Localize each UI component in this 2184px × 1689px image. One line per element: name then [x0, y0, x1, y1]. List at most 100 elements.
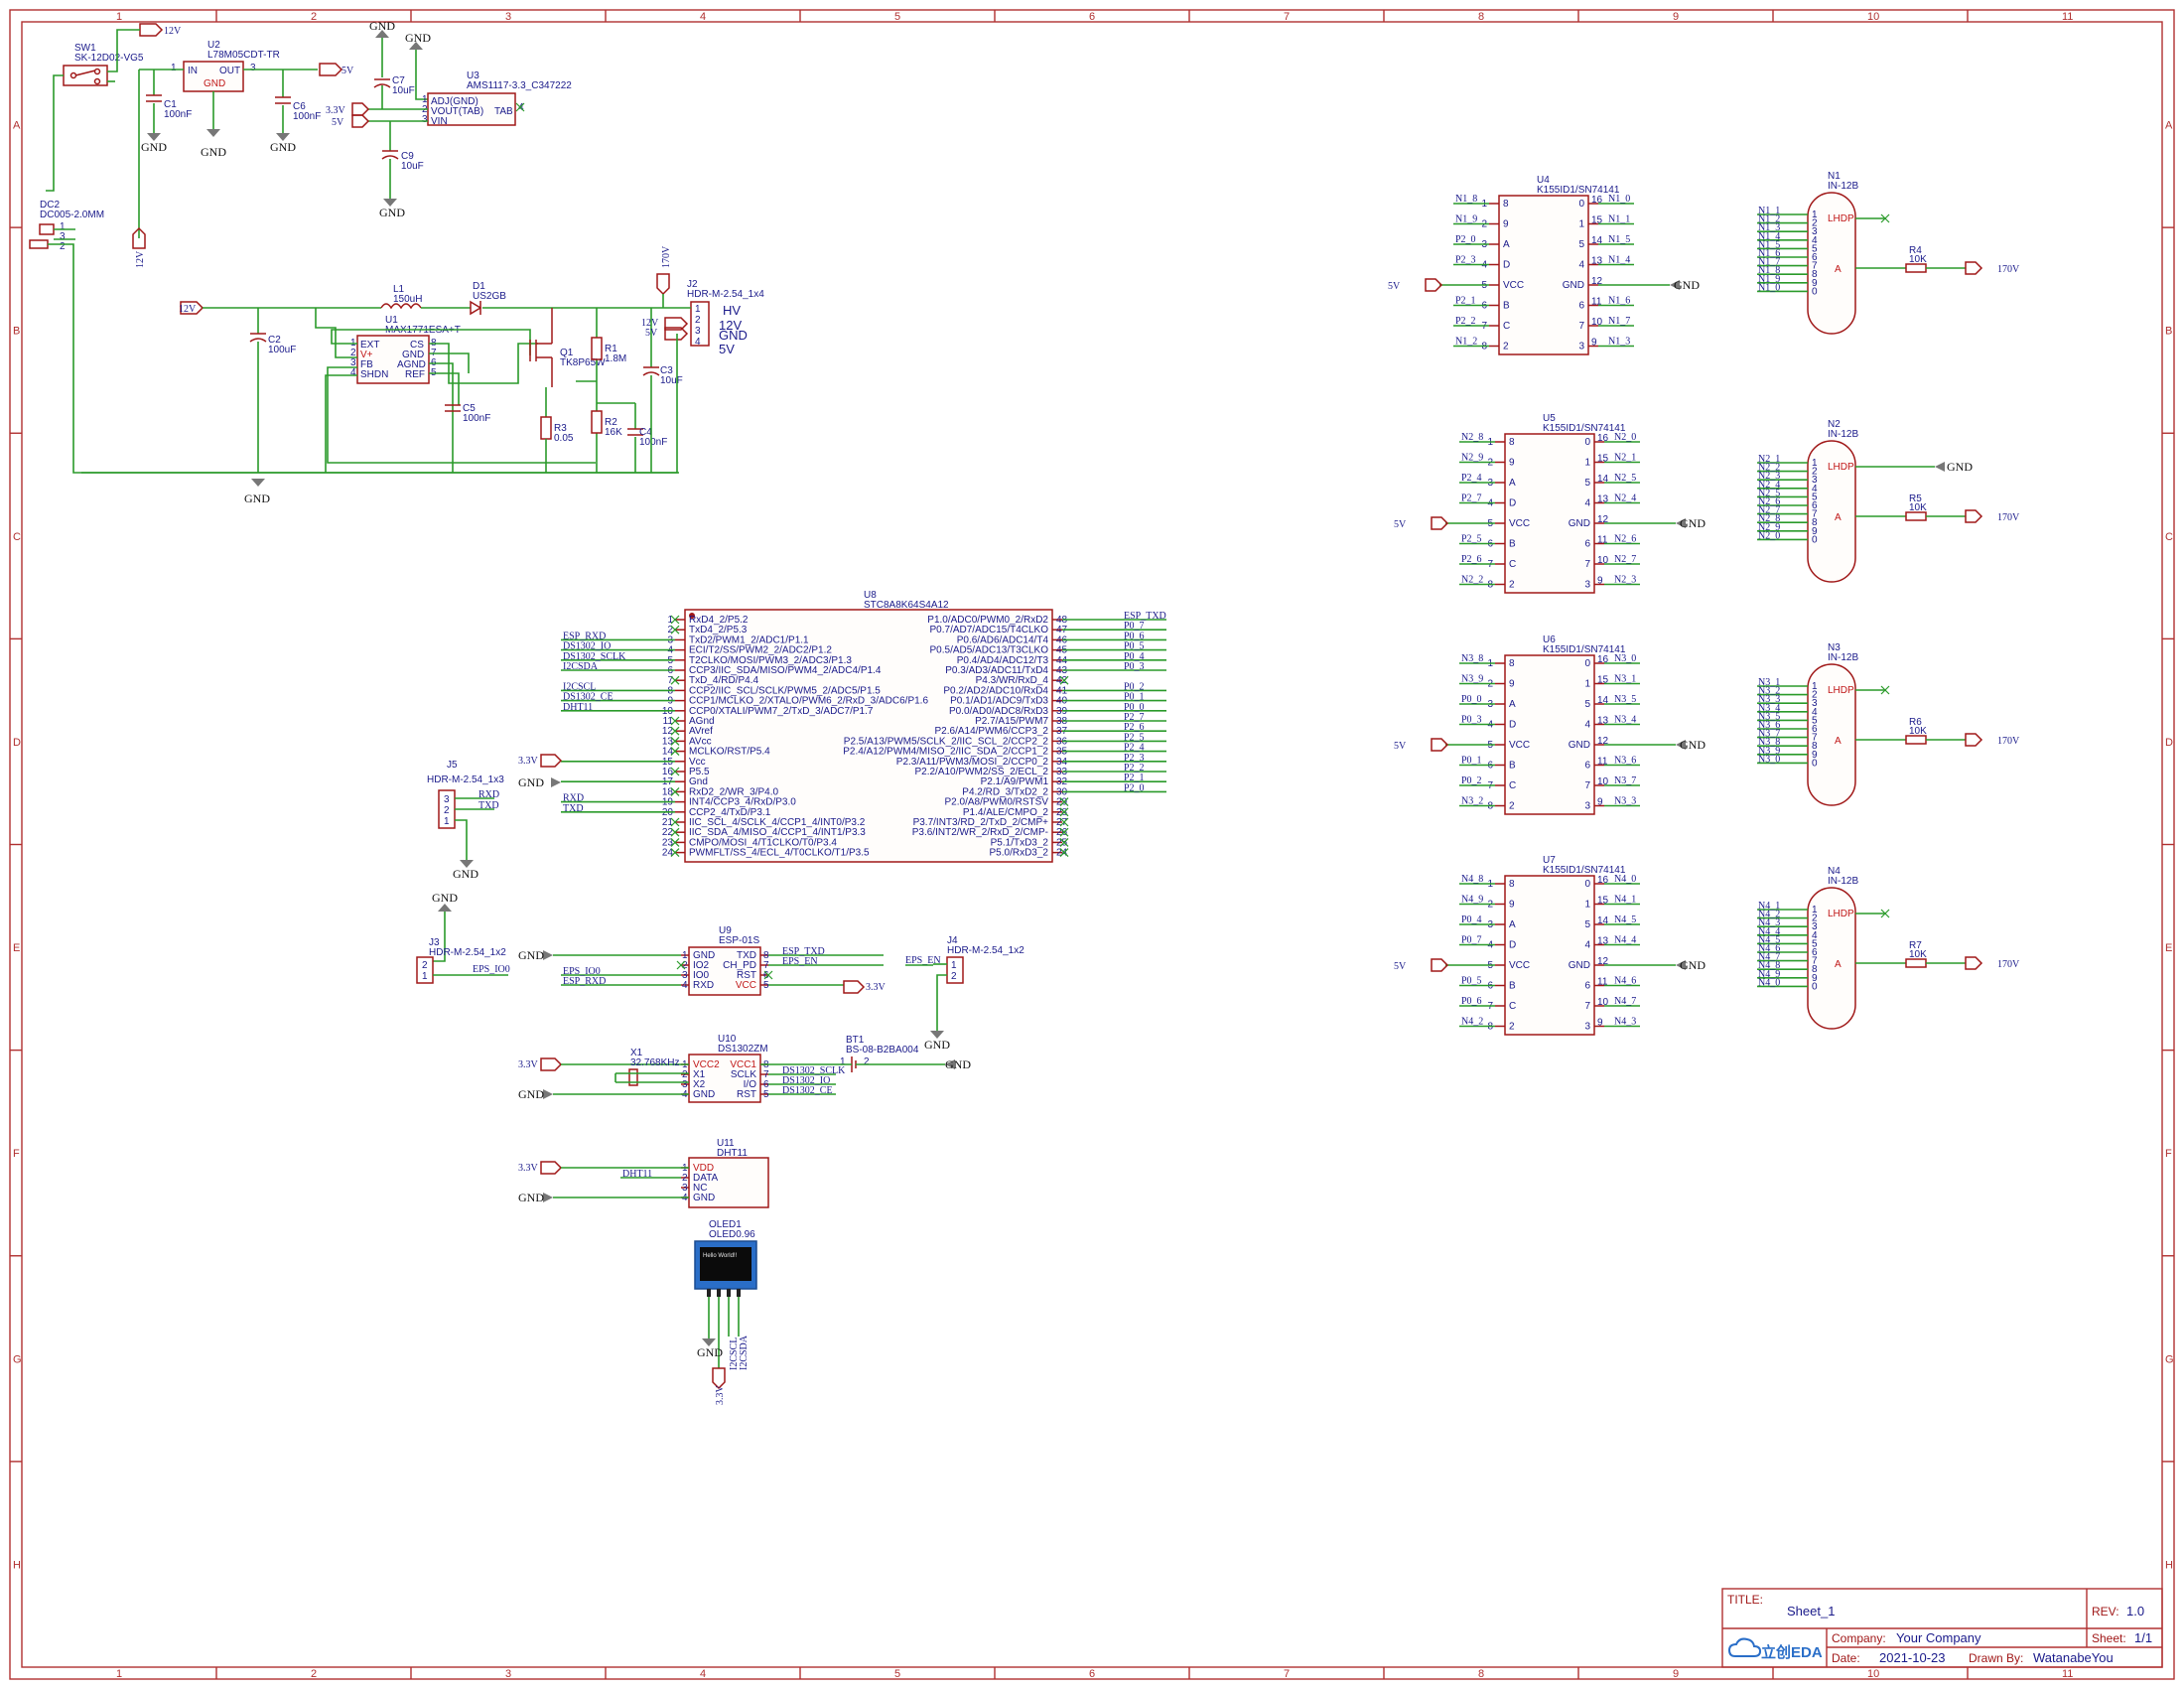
pwr-5v-flag [319, 63, 343, 76]
u8-pin-name: P2.2/A10/PWM2/SS_2/ECL_2 [914, 767, 1048, 777]
u8-net-label: P2_7 [1124, 712, 1145, 723]
u8-pin-num: 1 [667, 615, 673, 626]
svg-text:5V: 5V [719, 342, 735, 356]
tube-pin-num: 3 [1812, 226, 1818, 237]
decoder-pin-name: 5 [1584, 478, 1590, 489]
u8-pin-num: 33 [1056, 767, 1068, 777]
u10-pin-num: 7 [763, 1069, 769, 1080]
svg-text:CS: CS [410, 340, 424, 351]
zone-row-right: C [2165, 531, 2173, 543]
tube-net-label: N4_6 [1758, 943, 1780, 954]
decoder-pin-num: 10 [1591, 317, 1603, 328]
zone-row-right: F [2165, 1148, 2172, 1160]
decoder-pin-num: 15 [1597, 675, 1609, 686]
tube-res-value: 10K [1909, 502, 1927, 513]
u8-net-label: P0_7 [1124, 621, 1145, 632]
svg-text:GND: GND [244, 492, 270, 505]
decoder-pin-name: 5 [1584, 699, 1590, 710]
u8-pin-num: 29 [1056, 797, 1068, 808]
tube-net-label: N3_7 [1758, 729, 1780, 740]
svg-text:DS1302ZM: DS1302ZM [718, 1044, 768, 1055]
svg-text:立创EDA: 立创EDA [1761, 1643, 1823, 1661]
decoder-net-label: N4_1 [1614, 895, 1636, 906]
u8-pin-num: 41 [1056, 685, 1068, 696]
svg-text:2: 2 [951, 971, 957, 982]
u8-net-label: DHT11 [563, 702, 593, 713]
decoder-pin-name: VCC [1509, 960, 1530, 971]
svg-text:1.8M: 1.8M [605, 353, 626, 364]
tube-pin-num: 1 [1812, 905, 1818, 915]
u9-pin-name: TXD [737, 950, 756, 961]
decoder-net-label: P2_2 [1455, 316, 1476, 327]
svg-text:1: 1 [422, 94, 428, 105]
svg-text:3.3V: 3.3V [326, 105, 346, 116]
svg-text:C3: C3 [660, 365, 673, 376]
decoder-pin-name: GND [1569, 960, 1590, 971]
oled-display: OLED1 OLED0.96 Hello World!! GND 3.3V I2… [694, 1219, 757, 1406]
u8-pin-name: IIC_SDA_4/MISO_4/CCP1_4/INT1/P3.3 [689, 827, 866, 838]
zone-row-left: C [13, 531, 21, 543]
u8-pin-name: P3.7/INT3/RD_2/TxD_2/CMP+ [913, 817, 1049, 828]
u9-pin-num: 1 [682, 950, 688, 961]
tube-pin-num: 4 [1812, 484, 1818, 494]
decoder-net-label: N4_2 [1461, 1017, 1483, 1028]
svg-text:GND: GND [201, 145, 226, 159]
j5-header: J5 HDR-M-2.54_1x3 321 RXD TXD GND [427, 760, 504, 881]
tube-pin-num: 5 [1812, 715, 1818, 726]
svg-text:GND: GND [518, 1191, 544, 1204]
u8-pin-name: P3.6/INT2/WR_2/RxD_2/CMP- [912, 827, 1048, 838]
tube-net-label: N1_0 [1758, 282, 1780, 293]
svg-text:5V: 5V [332, 117, 344, 128]
u8-pin-name: P5.1/TxD3_2 [991, 837, 1049, 848]
decoder-net-label: N2_2 [1461, 575, 1483, 586]
u8-pin-num: 28 [1056, 807, 1068, 818]
svg-text:GND: GND [518, 775, 544, 789]
svg-text:3.3V: 3.3V [518, 1163, 539, 1174]
u8-pin-num: 22 [662, 827, 674, 838]
u9-pin-name: GND [693, 950, 715, 961]
tb-company-label: Company: [1832, 1631, 1886, 1645]
u10-pin-name: VCC1 [730, 1059, 756, 1070]
decoder-pin-name: 4 [1584, 498, 1590, 509]
u8-pin-num: 26 [1056, 827, 1068, 838]
decoder-pin-name: 9 [1509, 458, 1515, 469]
svg-text:GND: GND [719, 328, 748, 343]
u8-pin-name: P2.4/A12/PWM4/MISO_2/IIC_SDA_2/CCP1_2 [843, 747, 1048, 758]
tb-drawn-label: Drawn By: [1969, 1651, 2023, 1665]
svg-text:3: 3 [250, 63, 256, 73]
svg-text:3: 3 [695, 326, 701, 337]
u8-pin-name: PWMFLT/SS_4/ECL_4/T0CLKO/T1/P3.5 [689, 848, 870, 859]
u11-pin-name: DATA [693, 1173, 719, 1184]
decoder-net-label: N2_4 [1614, 493, 1636, 504]
u8-pin-name: ECI/T2/SS/PWM2_2/ADC2/P1.2 [689, 645, 832, 656]
tb-title-label: TITLE: [1727, 1593, 1763, 1607]
u8-pin-num: 46 [1056, 634, 1068, 645]
u8-pin-num: 42 [1056, 675, 1068, 686]
svg-text:1: 1 [60, 221, 66, 232]
decoder-body [1504, 875, 1595, 1036]
decoder-net-label: P0_6 [1461, 996, 1482, 1007]
svg-text:3.3V: 3.3V [715, 1385, 726, 1406]
u11-net-label: DHT11 [622, 1169, 652, 1180]
zone-col-bottom: 5 [894, 1668, 900, 1680]
decoder-net-label: N2_9 [1461, 453, 1483, 464]
tube-net-label: N1_3 [1758, 222, 1780, 233]
svg-text:3: 3 [444, 794, 450, 805]
u8-pin-name: AVref [689, 726, 713, 737]
u8-pin-num: 39 [1056, 706, 1068, 717]
svg-text:OUT: OUT [219, 66, 240, 76]
tube-net-label: N3_5 [1758, 711, 1780, 722]
u8-net-label: P2_6 [1124, 722, 1145, 733]
svg-text:D1: D1 [473, 281, 485, 292]
tube-pin-num: 8 [1812, 741, 1818, 752]
decoder-pin-num: 15 [1597, 454, 1609, 465]
decoder-gnd-label: GND [1674, 278, 1700, 292]
decoder-pin-name: GND [1569, 518, 1590, 529]
decoder-pin-name: C [1509, 1001, 1516, 1012]
svg-text:GND: GND [697, 1345, 723, 1359]
svg-text:J4: J4 [947, 935, 958, 946]
tube-pin-num: 5 [1812, 243, 1818, 254]
tube-ref: N2 [1828, 419, 1841, 430]
zone-col-top: 1 [116, 11, 122, 23]
